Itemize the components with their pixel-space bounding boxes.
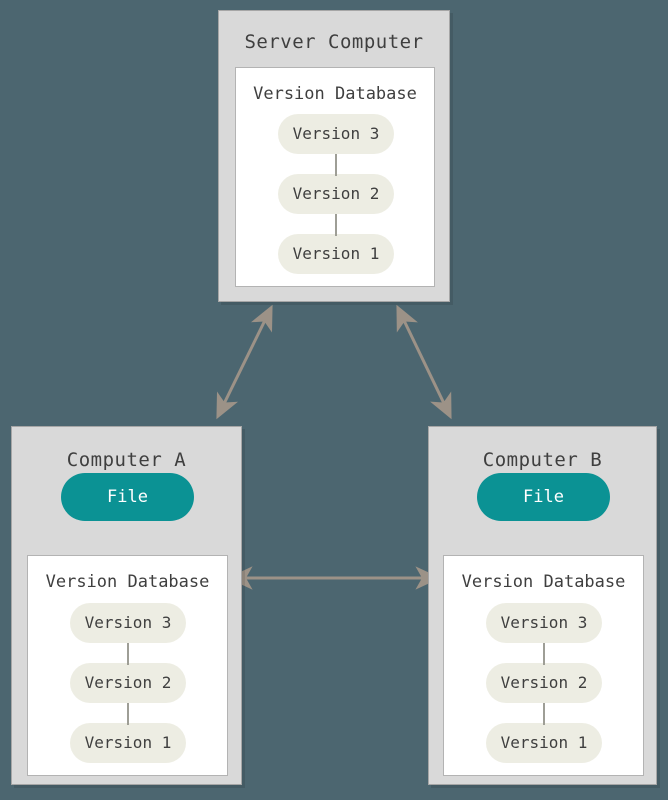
computer-a-version-pill-1[interactable]: Version 1 [70, 723, 186, 763]
server-version-pill-2[interactable]: Version 2 [278, 174, 394, 214]
computer-a-version-database-title: Version Database [45, 572, 210, 592]
computer-a-box[interactable]: Computer A File Version Database Version… [11, 426, 242, 785]
version-link-2-1 [335, 214, 337, 236]
arrow-server-to-computer-a [216, 304, 273, 420]
computer-b-version-pill-1[interactable]: Version 1 [486, 723, 602, 763]
computer-b-version-database-title: Version Database [461, 572, 626, 592]
computer-b-version-pill-2[interactable]: Version 2 [486, 663, 602, 703]
computer-a-file-pill[interactable]: File [61, 473, 194, 521]
computer-b-box[interactable]: Computer B File Version Database Version… [428, 426, 657, 785]
computer-a-version-pill-3[interactable]: Version 3 [70, 603, 186, 643]
server-version-pill-3[interactable]: Version 3 [278, 114, 394, 154]
version-link-2-1 [543, 703, 545, 725]
arrow-server-to-computer-b [396, 304, 452, 420]
server-computer-box[interactable]: Server Computer Version Database Version… [218, 10, 450, 302]
computer-a-version-pill-2[interactable]: Version 2 [70, 663, 186, 703]
server-computer-title: Server Computer [244, 31, 424, 53]
server-version-database-panel[interactable]: Version Database Version 3 Version 2 Ver… [235, 67, 435, 287]
computer-b-title: Computer B [482, 449, 603, 471]
computer-a-version-database-panel[interactable]: Version Database Version 3 Version 2 Ver… [27, 555, 228, 776]
computer-b-file-pill[interactable]: File [477, 473, 610, 521]
computer-a-title: Computer A [66, 449, 187, 471]
version-link-2-1 [127, 703, 129, 725]
computer-b-version-pill-3[interactable]: Version 3 [486, 603, 602, 643]
version-link-3-2 [127, 643, 129, 665]
computer-b-version-database-panel[interactable]: Version Database Version 3 Version 2 Ver… [443, 555, 644, 776]
server-version-database-title: Version Database [253, 84, 417, 104]
server-version-pill-1[interactable]: Version 1 [278, 234, 394, 274]
version-link-3-2 [543, 643, 545, 665]
version-link-3-2 [335, 154, 337, 176]
